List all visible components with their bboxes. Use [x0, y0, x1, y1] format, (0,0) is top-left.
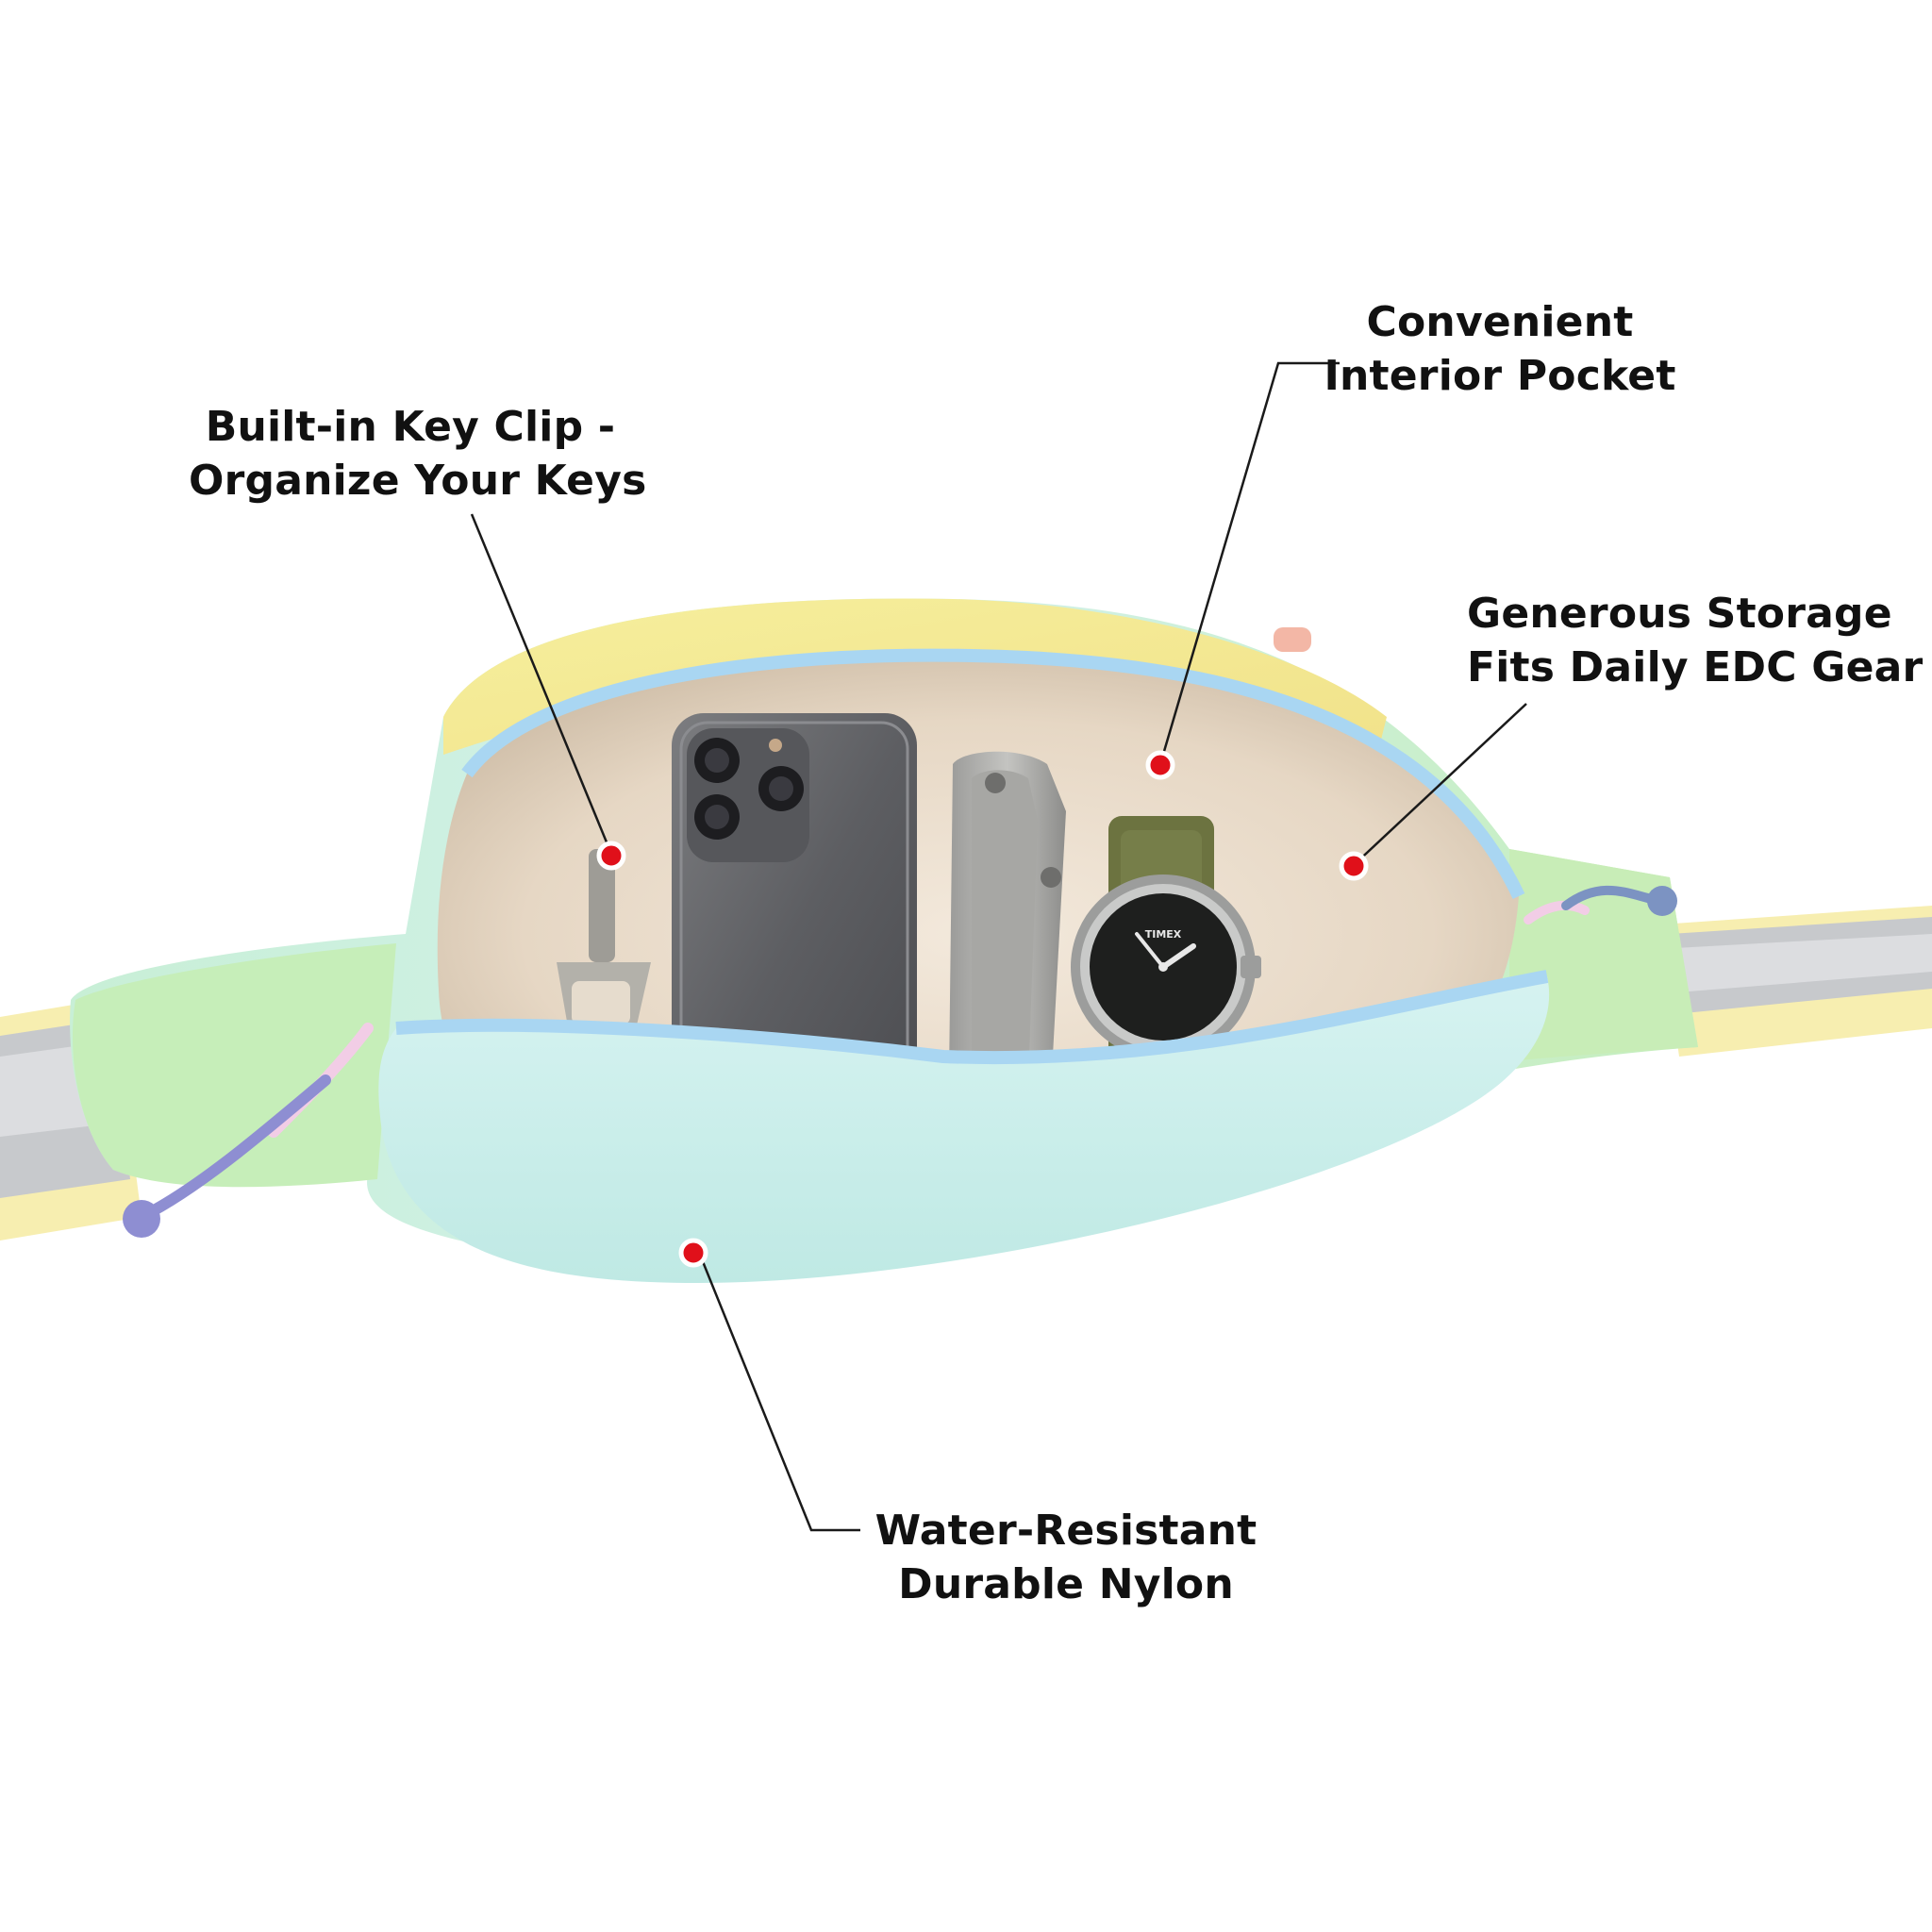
nylon-marker [678, 1238, 708, 1268]
callout-interior-pocket-line2: Interior Pocket [1324, 352, 1676, 400]
callout-storage-line2: Fits Daily EDC Gear [1467, 643, 1924, 691]
callout-key-clip-line1: Built-in Key Clip - [205, 403, 616, 451]
callout-nylon-line2: Durable Nylon [898, 1560, 1234, 1608]
interior-pocket-marker [1145, 750, 1175, 780]
right-strap [1660, 906, 1932, 1057]
callout-storage-line1: Generous Storage [1467, 590, 1892, 638]
storage-leader [1352, 703, 1527, 867]
watch-brand: TIMEX [1145, 928, 1182, 941]
left-zipper-pull [123, 1023, 374, 1238]
callout-nylon: Water-Resistant Durable Nylon [868, 1504, 1264, 1611]
zipper-rim [461, 648, 1525, 900]
callout-interior-pocket-line1: Convenient [1366, 298, 1634, 346]
interior-pocket-leader [1158, 361, 1340, 765]
storage-marker [1339, 851, 1369, 881]
key-clip-marker [596, 841, 626, 871]
feature-markers [596, 750, 1369, 1268]
nylon-leader [696, 1249, 860, 1532]
callout-key-clip: Built-in Key Clip - Organize Your Keys [189, 400, 647, 508]
leader-lines [470, 361, 1527, 1532]
callout-nylon-line1: Water-Resistant [874, 1507, 1257, 1555]
front-flap [378, 970, 1550, 1283]
key-clip-leader [470, 513, 613, 855]
callout-interior-pocket: Convenient Interior Pocket [1321, 295, 1679, 403]
callout-storage: Generous Storage Fits Daily EDC Gear [1467, 587, 1924, 694]
callout-key-clip-line2: Organize Your Keys [189, 457, 647, 505]
right-zipper-pull [1274, 627, 1677, 924]
key-clip [557, 849, 651, 1038]
